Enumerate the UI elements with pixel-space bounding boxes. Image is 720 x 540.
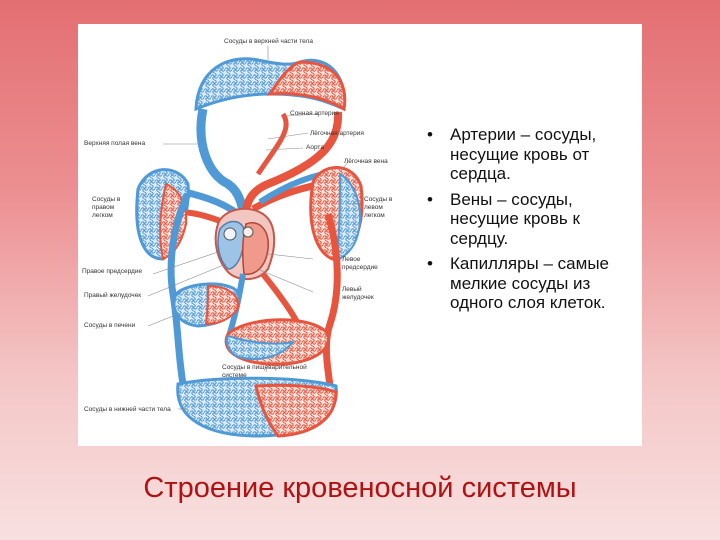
slide-title: Строение кровеносной системы (143, 472, 577, 504)
label-upper-body-vessels: Сосуды в верхней части тела (224, 38, 313, 45)
label-left-atrium: Левое предсердие (342, 256, 378, 271)
circulatory-system-diagram (135, 46, 364, 438)
label-carotid-artery: Сонная артерия (290, 110, 339, 117)
leader-lines (143, 46, 358, 410)
label-digestive-vessels: Сосуды в пищеварительной системе (222, 364, 307, 379)
label-left-ventricle: Левый желудочек (342, 286, 374, 301)
content-card: Сосуды в верхней части тела Сонная артер… (78, 24, 642, 446)
label-pulmonary-artery: Лёгочная артерия (310, 130, 364, 137)
list-item: • Вены – сосуды, несущие кровь к сердцу. (416, 190, 641, 249)
bullet-text-veins: Вены – сосуды, несущие кровь к сердцу. (450, 189, 580, 248)
heart (214, 207, 276, 281)
bullet-marker: • (427, 254, 433, 273)
left-lung-capillaries (309, 166, 364, 262)
list-item: • Капилляры – самые мелкие сосуды из одн… (416, 254, 641, 313)
bullet-marker: • (427, 125, 433, 144)
bullet-text-arteries: Артерии – сосуды, несущие кровь от сердц… (450, 125, 597, 183)
bullet-text-capillaries: Капилляры – самые мелкие сосуды из одног… (450, 254, 609, 312)
bullet-marker: • (427, 189, 433, 209)
digestive-capillaries (224, 318, 330, 366)
label-left-lung-vessels: Сосуды в левом легком (364, 196, 393, 219)
liver-capillaries (172, 282, 241, 328)
label-liver-vessels: Сосуды в печени (84, 322, 136, 329)
label-lower-body-vessels: Сосуды в нижней части тела (84, 406, 171, 413)
label-aorta: Аорта (306, 144, 324, 151)
lower-body-capillaries (176, 376, 338, 438)
list-item: • Артерии – сосуды, несущие кровь от сер… (416, 125, 641, 184)
label-pulmonary-vein: Лёгочная вена (344, 158, 388, 165)
label-right-lung-vessels: Сосуды в правом легком (92, 196, 121, 219)
label-right-atrium: Правое предсердие (82, 268, 143, 275)
label-superior-vena-cava: Верхняя полая вена (84, 140, 146, 147)
definitions-list: • Артерии – сосуды, несущие кровь от сер… (416, 125, 641, 319)
upper-body-capillaries (194, 57, 347, 112)
label-right-ventricle: Правый желудочек (84, 292, 142, 299)
